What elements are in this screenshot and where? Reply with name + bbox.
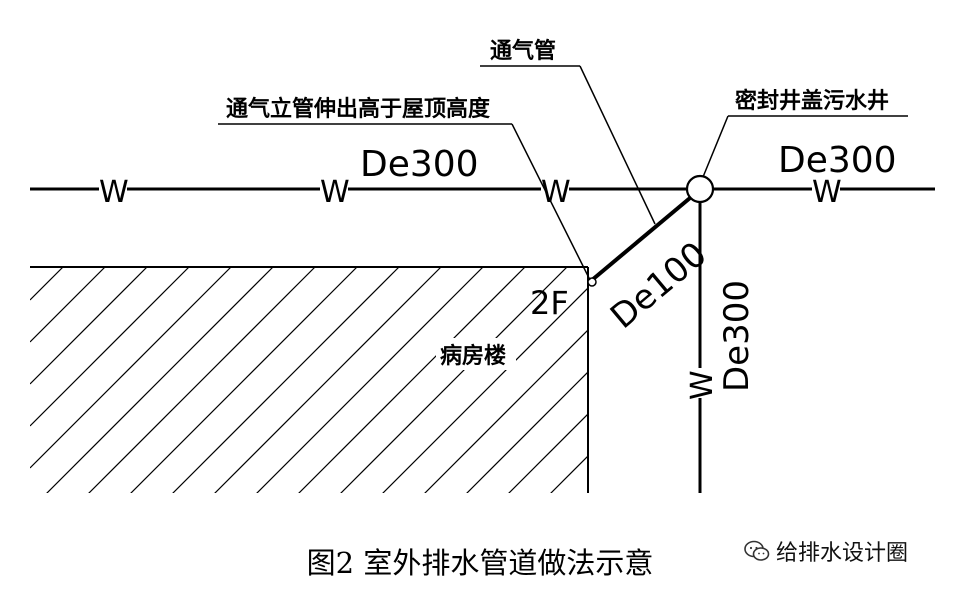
- floor-label: 2F: [530, 284, 569, 322]
- sealed-manhole-label: 密封井盖污水井: [735, 88, 889, 114]
- w-mark-1: W: [99, 175, 129, 210]
- pipe-size-branch: De100: [603, 234, 715, 337]
- wechat-icon: [744, 540, 770, 561]
- pipe-size-main-right: De300: [778, 140, 897, 181]
- pipe-size-main-left: De300: [360, 144, 479, 185]
- w-marks: W W W W: [99, 175, 842, 210]
- vent-riser-note: 通气立管伸出高于屋顶高度: [226, 96, 491, 122]
- w-mark-vertical: W: [685, 370, 720, 400]
- leader-vent-pipe: 通气管: [480, 38, 656, 225]
- w-mark-2: W: [320, 175, 350, 210]
- building-area: 病房楼: [30, 266, 589, 493]
- vent-pipe-label: 通气管: [490, 38, 556, 64]
- sealed-manhole-icon: [685, 174, 715, 204]
- branch-pipe: [590, 196, 692, 282]
- w-mark-4: W: [812, 175, 842, 210]
- building-label: 病房楼: [440, 343, 506, 369]
- pipe-size-down: De300: [717, 280, 757, 392]
- leader-sealed-manhole: 密封井盖污水井: [702, 88, 908, 178]
- leader-vent-riser: 通气立管伸出高于屋顶高度: [218, 96, 591, 281]
- figure-caption: 图2 室外排水管道做法示意: [306, 546, 654, 580]
- watermark-text: 给排水设计圈: [776, 541, 909, 566]
- watermark: 给排水设计圈: [744, 535, 908, 567]
